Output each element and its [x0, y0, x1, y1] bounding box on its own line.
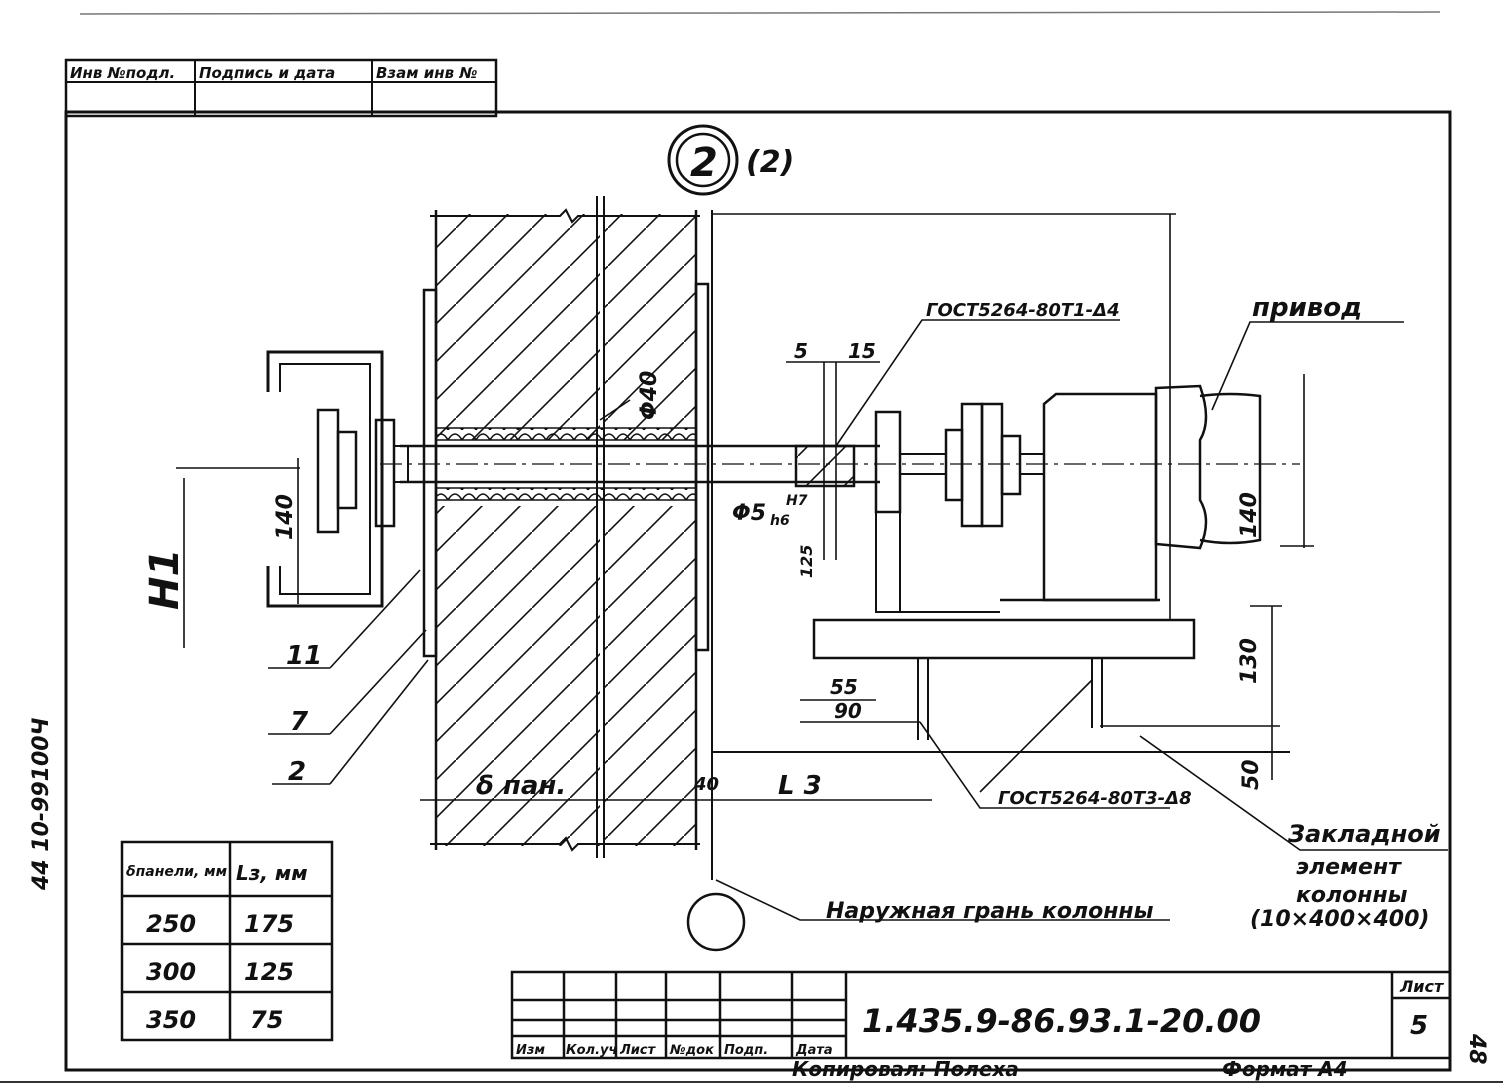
detail-marker-number: 2 — [690, 140, 718, 186]
embed-label-1: Закладной — [1287, 820, 1441, 848]
format-label: Формат А4 — [1222, 1057, 1348, 1081]
dim-140-left: 140 — [273, 494, 298, 540]
phi40-label: Φ40 — [637, 371, 662, 420]
fit-bottom-label: h6 — [770, 513, 790, 529]
table-header-l3: Lз, мм — [236, 861, 308, 885]
tb-col-list: Лист — [619, 1043, 657, 1058]
sheet-frame — [64, 110, 1452, 1072]
tb-col-ndok: №док — [669, 1043, 715, 1058]
dim-50: 50 — [1239, 759, 1264, 790]
dim-140-right: 140 — [1237, 492, 1262, 538]
fit-top-label: H7 — [786, 493, 808, 509]
drive-label: привод — [1252, 293, 1362, 323]
title-block-grid — [510, 970, 1452, 1060]
table-cell-1-1: 125 — [244, 958, 294, 986]
copied-by: Копировал: Полеха — [792, 1057, 1019, 1081]
tb-col-izm: Изм — [516, 1043, 545, 1058]
drive-assembly — [812, 384, 1262, 740]
table-cell-1-0: 300 — [146, 958, 196, 986]
panel-hatch — [436, 214, 600, 846]
top-stamp — [64, 58, 498, 118]
callout-2: 2 — [288, 757, 306, 787]
table-cell-2-1: 75 — [250, 1006, 283, 1034]
weld-label-bottom: ГОСТ5264-80Т3-Δ8 — [998, 788, 1192, 809]
outer-face-label: Наружная грань колонны — [826, 899, 1154, 924]
table-cell-0-0: 250 — [146, 910, 196, 938]
handle-profile — [266, 350, 409, 608]
dim-15: 15 — [848, 339, 876, 363]
dim-55: 55 — [830, 675, 858, 699]
table-cell-2-0: 350 — [146, 1006, 196, 1034]
stamp-cell-replace: Взам инв № — [376, 64, 477, 82]
dim-40: 40 — [693, 774, 719, 795]
sheet-label: Лист — [1399, 977, 1445, 996]
sheet-number: 5 — [1410, 1011, 1428, 1041]
sleeve-top-weld — [435, 427, 697, 441]
side-text-left: 44 10-99100Ч — [29, 717, 54, 891]
stamp-cell-sign: Подпись и дата — [199, 64, 335, 82]
tb-col-data: Дата — [795, 1043, 833, 1058]
callout-11: 11 — [286, 641, 322, 671]
tb-col-podp: Подп. — [724, 1043, 768, 1058]
embed-label-2: элемент — [1296, 855, 1402, 880]
tb-col-kol: Кол.уч — [566, 1043, 617, 1058]
dim-5: 5 — [794, 339, 808, 363]
sleeve-bottom-weld — [435, 487, 697, 501]
callout-7: 7 — [290, 707, 309, 737]
side-text-right: 48 — [1464, 1033, 1489, 1065]
l3-label: L 3 — [778, 771, 822, 801]
delta-pan-label: δ пан. — [476, 771, 566, 801]
weld-label-top: ГОСТ5264-80Т1-Δ4 — [926, 300, 1120, 321]
panel-table-grid — [120, 840, 334, 1042]
column-hatch — [604, 214, 696, 846]
dim-90: 90 — [834, 699, 862, 723]
dim-125: 125 — [797, 545, 816, 578]
outer-face-marker — [686, 892, 746, 952]
detail-marker-circle — [667, 124, 739, 196]
table-header-panel: δпанели, мм — [126, 864, 227, 880]
embed-label-3: колонны — [1296, 883, 1408, 908]
h1-label: H1 — [142, 549, 188, 610]
phi5-label: Φ5 — [732, 501, 766, 526]
dim-130: 130 — [1237, 638, 1262, 684]
doc-number: 1.435.9-86.93.1-20.00 — [862, 1002, 1261, 1040]
stamp-cell-inv: Инв №подл. — [70, 64, 175, 82]
table-cell-0-1: 175 — [244, 910, 294, 938]
detail-marker-ref: (2) — [746, 145, 794, 180]
embed-label-4: (10×400×400) — [1250, 907, 1429, 932]
